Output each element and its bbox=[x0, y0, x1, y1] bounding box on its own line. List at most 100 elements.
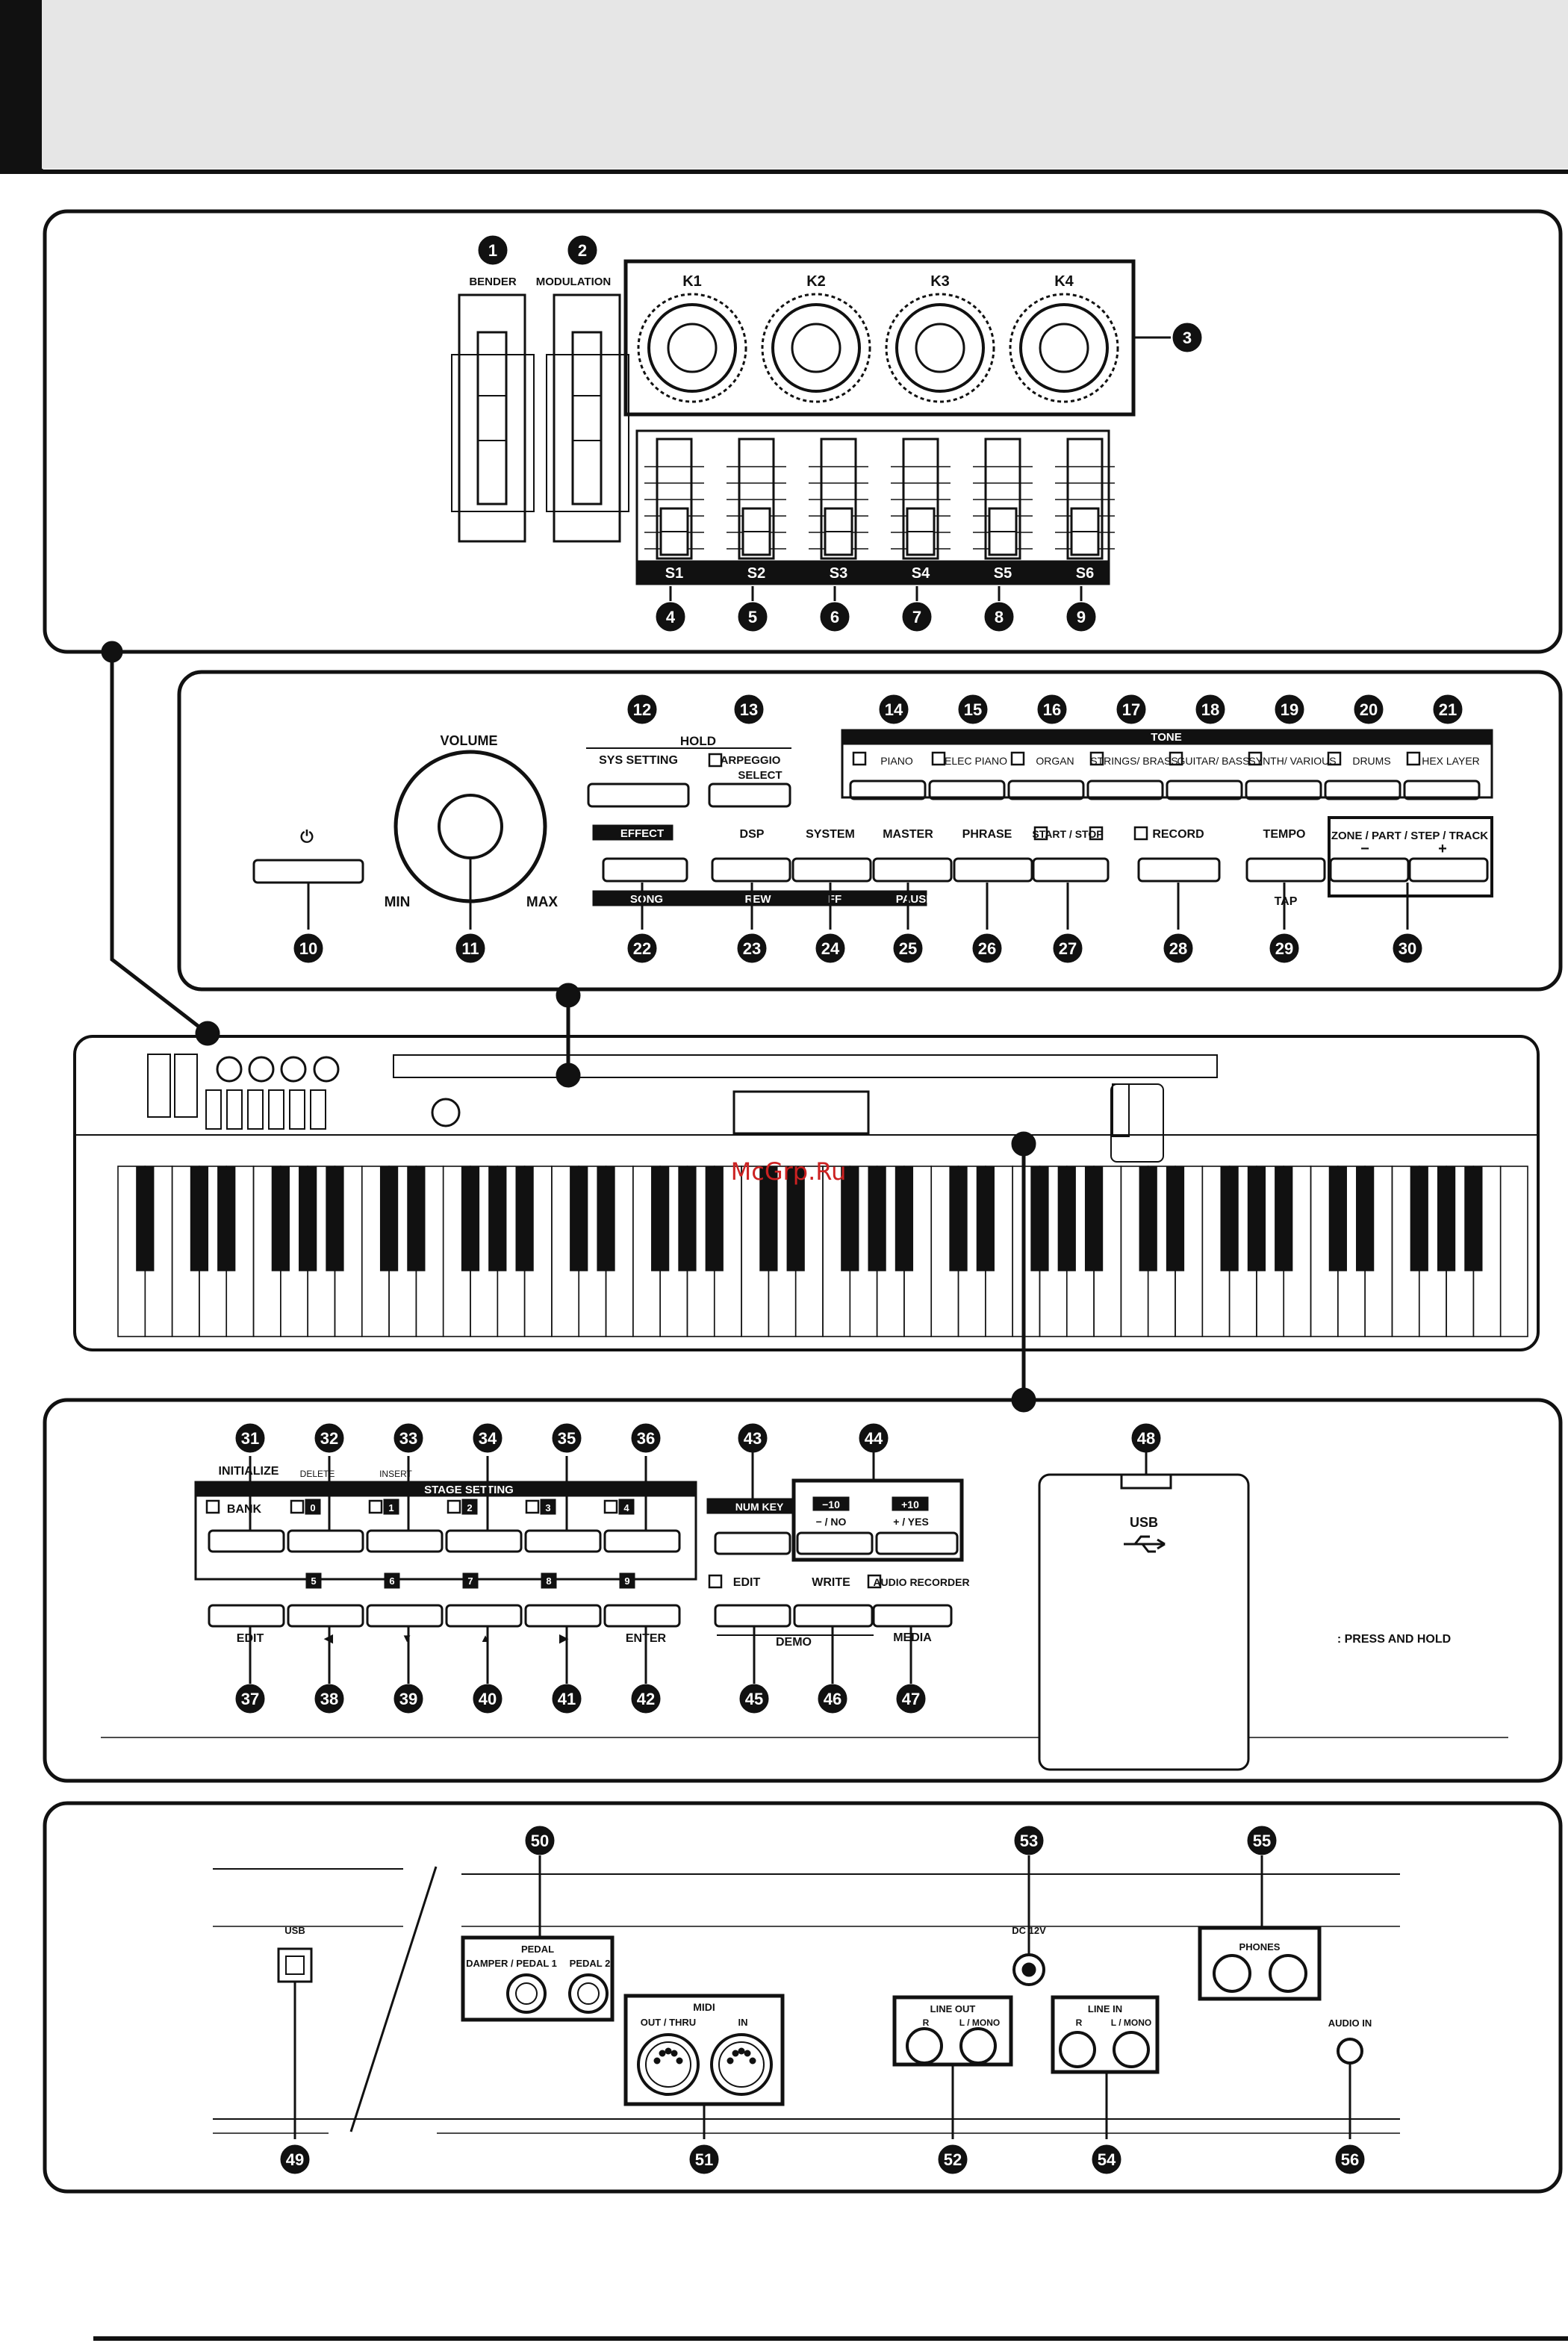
callout-number: 39 bbox=[399, 1690, 417, 1708]
connector-line-top bbox=[110, 652, 209, 1035]
knob-label-K4: K4 bbox=[1054, 273, 1074, 290]
knob-K4-scale bbox=[1009, 293, 1119, 403]
black-key-38 bbox=[1166, 1166, 1185, 1272]
black-key-7 bbox=[326, 1166, 344, 1272]
no-button bbox=[796, 1531, 874, 1555]
dsp-label: DSP bbox=[740, 828, 765, 841]
knob-K1-scale bbox=[637, 293, 747, 403]
callout-badge bbox=[1247, 1826, 1277, 1855]
callout-number: 5 bbox=[748, 608, 757, 626]
black-key-47 bbox=[1410, 1166, 1428, 1272]
pedal-label: PEDAL bbox=[521, 1944, 554, 1955]
callout-number: 22 bbox=[633, 939, 651, 958]
modulation-label: MODULATION bbox=[536, 276, 612, 288]
black-key-13 bbox=[488, 1166, 507, 1272]
digit-top-checkbox-0 bbox=[290, 1499, 305, 1514]
callout-badge bbox=[984, 602, 1014, 632]
white-key-51 bbox=[1499, 1166, 1528, 1337]
system-button bbox=[791, 857, 872, 883]
callout-33: 33 bbox=[393, 1423, 423, 1453]
callout-badge bbox=[478, 235, 508, 265]
mini-knob-0 bbox=[216, 1056, 243, 1083]
callout-number: 48 bbox=[1137, 1429, 1155, 1448]
callout-31: 31 bbox=[235, 1423, 265, 1453]
callout-badge bbox=[896, 1684, 926, 1714]
start-stop-button bbox=[1032, 857, 1110, 883]
callout-badge bbox=[879, 694, 909, 724]
black-key-17 bbox=[597, 1166, 615, 1272]
callout-20: 20 bbox=[1354, 694, 1384, 724]
song-bar bbox=[611, 890, 927, 906]
tone-checkbox-5 bbox=[1248, 751, 1263, 766]
section-rear-frame bbox=[43, 1801, 1563, 2194]
callout-badge bbox=[393, 1423, 423, 1453]
midi-in-port bbox=[710, 2033, 773, 2096]
line-out-label: LINE OUT bbox=[930, 2003, 976, 2014]
callout-number: 24 bbox=[821, 939, 840, 958]
line-in-r-label: R bbox=[1076, 2017, 1083, 2028]
mini-slider-4 bbox=[289, 1089, 305, 1130]
callout-number: 13 bbox=[740, 700, 758, 719]
record-button bbox=[1137, 857, 1221, 883]
tone-label-3: STRINGS/ BRASS bbox=[1090, 755, 1177, 767]
callout-badge bbox=[314, 1684, 344, 1714]
callout-number: 54 bbox=[1098, 2150, 1116, 2169]
callout-9: 9 bbox=[1066, 602, 1096, 632]
callout-number: 52 bbox=[944, 2150, 962, 2169]
phones-jack-1 bbox=[1213, 1954, 1251, 1993]
knob-label-K2: K2 bbox=[806, 273, 826, 290]
callout-55: 55 bbox=[1247, 1826, 1277, 1855]
audio-recorder-label: AUDIO RECORDER bbox=[873, 1576, 969, 1588]
connector-dot bbox=[1011, 1387, 1036, 1413]
black-key-19 bbox=[651, 1166, 670, 1272]
black-key-0 bbox=[136, 1166, 155, 1272]
rear-usb-port bbox=[277, 1947, 313, 1983]
mini-slider-3 bbox=[268, 1089, 284, 1130]
nav-button-3 bbox=[445, 1604, 523, 1628]
rew-label: REW bbox=[745, 893, 772, 906]
callout-badge bbox=[738, 602, 768, 632]
callout-number: 34 bbox=[479, 1429, 497, 1448]
slider-track-S6 bbox=[1066, 438, 1104, 560]
callout-number: 12 bbox=[633, 700, 651, 719]
callout-badge bbox=[902, 602, 932, 632]
mini-slider-1 bbox=[226, 1089, 243, 1130]
black-key-41 bbox=[1247, 1166, 1266, 1272]
callout-badge bbox=[552, 1684, 582, 1714]
insert-label: INSERT bbox=[379, 1469, 412, 1479]
tone-button-0 bbox=[849, 780, 927, 800]
callout-17: 17 bbox=[1116, 694, 1146, 724]
black-key-9 bbox=[379, 1166, 399, 1272]
callout-37: 37 bbox=[235, 1684, 265, 1714]
usb-label: USB bbox=[1130, 1515, 1158, 1530]
callout-12: 12 bbox=[627, 694, 657, 724]
callout-number: 36 bbox=[637, 1429, 655, 1448]
callout-number: 38 bbox=[320, 1690, 338, 1708]
edit2-label: EDIT bbox=[733, 1576, 761, 1589]
black-key-48 bbox=[1437, 1166, 1456, 1272]
digit-bottom-8: 8 bbox=[546, 1575, 551, 1587]
callout-number: 21 bbox=[1439, 700, 1457, 719]
edit2-checkbox bbox=[708, 1574, 723, 1589]
black-key-42 bbox=[1275, 1166, 1293, 1272]
callout-badge bbox=[525, 1826, 555, 1855]
callout-number: 19 bbox=[1281, 700, 1298, 719]
callout-number: 29 bbox=[1275, 939, 1293, 958]
midi-out-port-pin bbox=[676, 2057, 683, 2065]
tone-button-6 bbox=[1324, 780, 1401, 800]
callout-29: 29 bbox=[1269, 933, 1299, 963]
tone-label-5: SYNTH/ VARIOUS bbox=[1248, 755, 1336, 767]
callout-25: 25 bbox=[893, 933, 923, 963]
tone-button-4 bbox=[1166, 780, 1243, 800]
callout-number: 25 bbox=[899, 939, 917, 958]
callout-47: 47 bbox=[896, 1684, 926, 1714]
callout-number: 11 bbox=[461, 939, 479, 958]
mini-knob-2 bbox=[280, 1056, 307, 1083]
black-key-6 bbox=[299, 1166, 317, 1272]
callout-badge bbox=[815, 933, 845, 963]
mini-knob-3 bbox=[313, 1056, 340, 1083]
midi-in-port-pin bbox=[732, 2050, 739, 2057]
black-key-35 bbox=[1084, 1166, 1104, 1272]
tone-button-5 bbox=[1245, 780, 1322, 800]
